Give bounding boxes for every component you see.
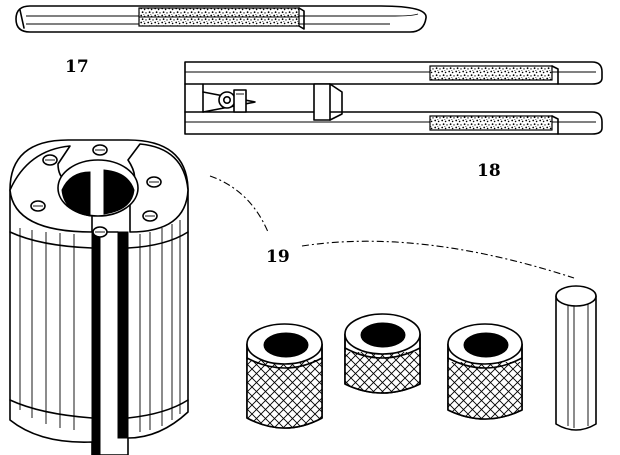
fig19-screw-heads: [30, 144, 162, 238]
fig19-split-lap-holder: [9, 139, 189, 455]
fig19-knurled-bushing-1: [246, 323, 323, 429]
fig19-knurled-bushing-3: [447, 323, 523, 420]
fig18-label: 18: [477, 161, 501, 181]
fig19-label: 19: [266, 247, 290, 267]
fig18-hinged-file: [184, 61, 603, 135]
fig19-mandrel-rod: [555, 285, 597, 431]
fig19-knurled-bushing-2: [344, 313, 421, 394]
fig19-leader-right: [301, 240, 575, 279]
fig17-label: 17: [65, 57, 89, 77]
fig19-leader-left: [209, 175, 269, 233]
fig17-file-strip: [15, 5, 427, 33]
